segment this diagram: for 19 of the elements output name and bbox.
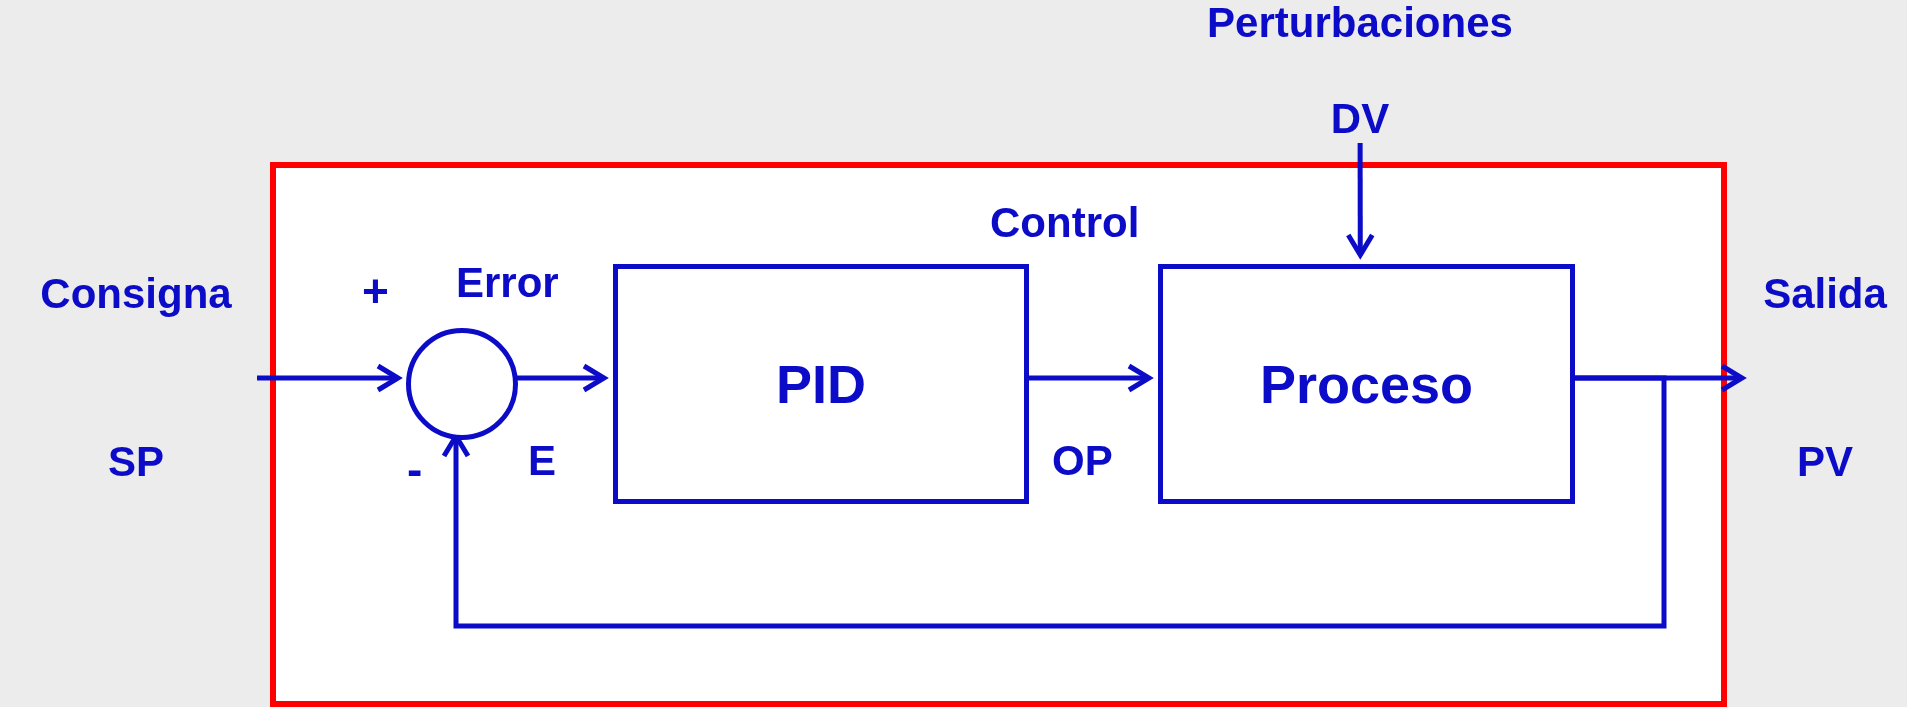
edge-label: Control — [990, 202, 1140, 244]
signal-symbol: OP — [1052, 440, 1113, 482]
signal-name: Consigna — [40, 273, 232, 315]
arrow — [257, 363, 401, 393]
signal-symbol: DV — [1330, 98, 1390, 140]
edge-label: Error — [456, 262, 559, 304]
process-block: Proceso — [1158, 264, 1575, 504]
signal-symbol: PV — [1797, 441, 1853, 483]
signal-name: Salida — [1763, 273, 1887, 315]
arrow — [441, 375, 1667, 629]
signal-symbol: E — [528, 440, 556, 482]
sign-label: - — [407, 446, 423, 492]
signal-symbol: SP — [108, 441, 164, 483]
control-loop-frame — [270, 162, 1727, 707]
sign-label: + — [362, 268, 389, 314]
arrow — [1026, 363, 1152, 393]
controller-block: PID — [613, 264, 1029, 504]
arrow — [1345, 143, 1375, 258]
signal-name: Perturbaciones — [1207, 2, 1513, 44]
